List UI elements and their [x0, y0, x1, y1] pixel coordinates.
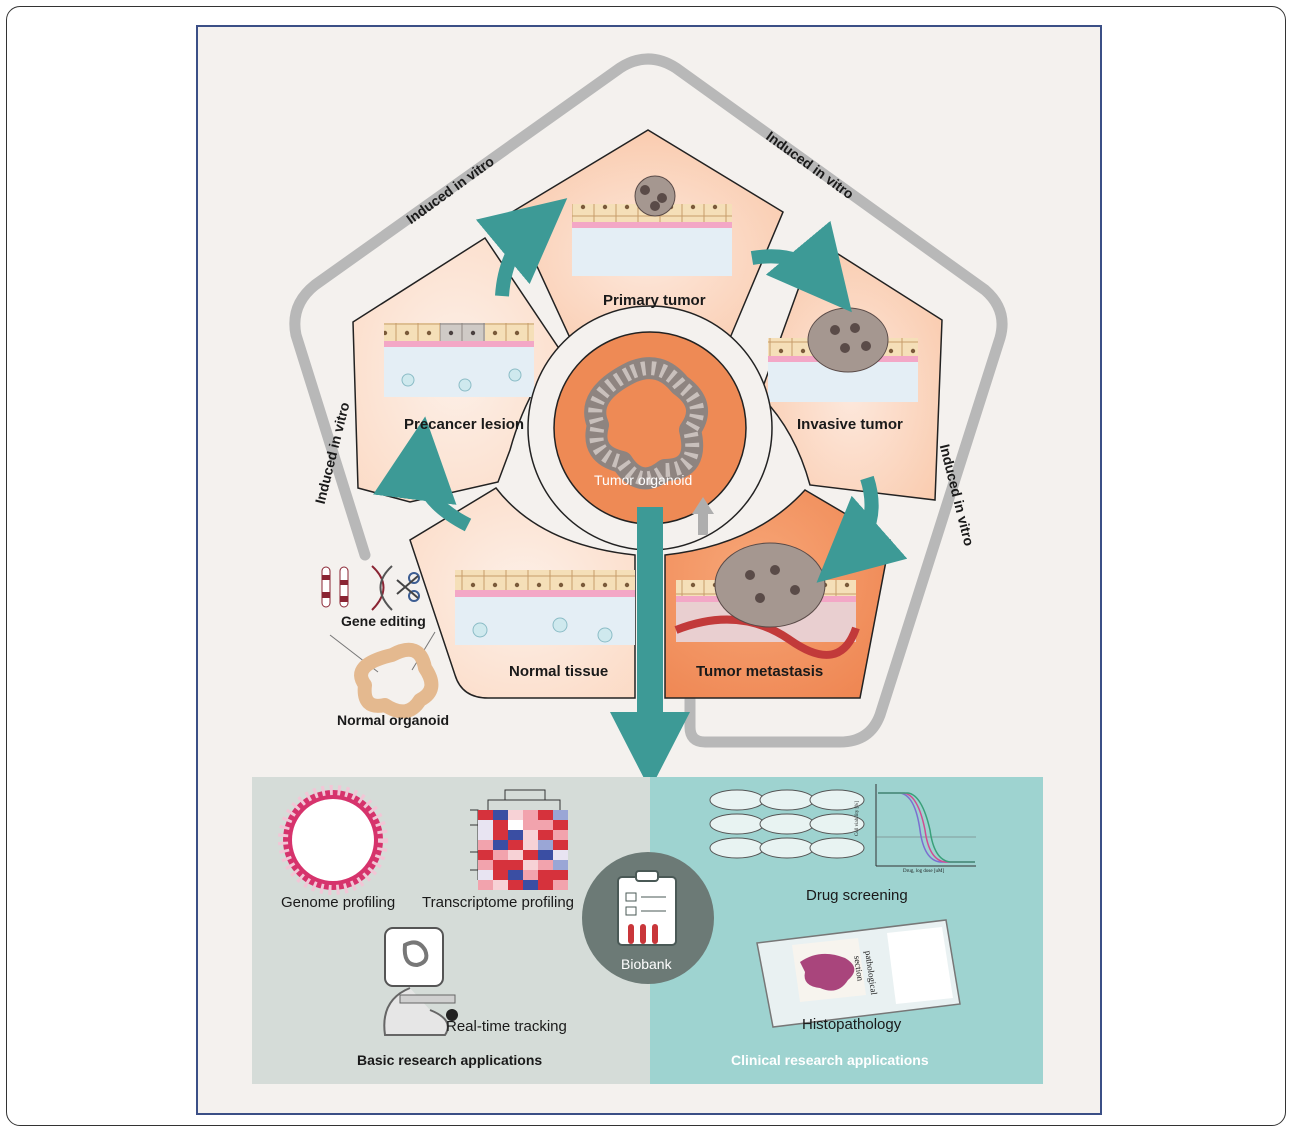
dose-response-chart: [875, 784, 976, 867]
arrow-invasive-to-metastasis: [816, 475, 908, 583]
heatmap-cell: [478, 830, 493, 840]
heatmap-cell: [478, 840, 493, 850]
diagram-canvas: [252, 53, 1043, 1084]
label-basic-research: Basic research applications: [357, 1052, 543, 1068]
tissue-precancer: [384, 323, 534, 397]
heatmap-cell: [493, 880, 508, 890]
label-precancer-lesion: Precancer lesion: [404, 416, 525, 433]
tissue-primary: [572, 175, 732, 276]
heatmap-cell: [538, 840, 553, 850]
tissue-normal: [455, 570, 635, 645]
heatmap-cell: [553, 820, 568, 830]
heatmap-cell: [493, 830, 508, 840]
label-histopathology: Histopathology: [802, 1016, 902, 1033]
heatmap-cell: [538, 810, 553, 820]
heatmap-cell: [538, 870, 553, 880]
heatmap-cell: [508, 830, 523, 840]
heatmap-cell: [523, 860, 538, 870]
induced-path: [289, 53, 1008, 748]
heatmap-cell: [493, 860, 508, 870]
genome-ring-icon: [278, 785, 388, 895]
heatmap-cell: [553, 860, 568, 870]
well-plate-icon: [709, 789, 865, 859]
heatmap-cell: [553, 840, 568, 850]
heatmap-cell: [538, 880, 553, 890]
label-genome-profiling: Genome profiling: [281, 894, 396, 911]
heatmap-cell: [523, 820, 538, 830]
heatmap-cell: [478, 860, 493, 870]
heatmap-cell: [523, 840, 538, 850]
arrow-normal-to-precancer: [373, 416, 472, 532]
label-normal-tissue: Normal tissue: [509, 663, 609, 680]
heatmap-cell: [523, 870, 538, 880]
heatmap-cell: [478, 810, 493, 820]
tumor-organoid-icon: [584, 357, 708, 490]
tissue-invasive: [768, 307, 918, 402]
heatmap-cell: [478, 850, 493, 860]
label-primary-tumor: Primary tumor: [603, 292, 706, 309]
label-tumor-metastasis: Tumor metastasis: [696, 663, 824, 680]
label-transcriptome-profiling: Transcriptome profiling: [422, 894, 574, 911]
heatmap-cell: [493, 820, 508, 830]
heatmap-cell: [493, 810, 508, 820]
label-real-time-tracking: Real-time tracking: [446, 1018, 567, 1035]
heatmap-cell: [553, 830, 568, 840]
heatmap-cell: [553, 810, 568, 820]
heatmap-cell: [523, 810, 538, 820]
label-chart-xlabel: Drug, log dose [uM]: [903, 869, 945, 874]
clipboard-icon: [617, 870, 677, 946]
heatmap-cell: [508, 880, 523, 890]
label-invasive-tumor: Invasive tumor: [797, 416, 903, 433]
heatmap-cell: [478, 870, 493, 880]
heatmap-cell: [523, 830, 538, 840]
heatmap-cell: [538, 830, 553, 840]
heatmap-cell: [508, 860, 523, 870]
dna-icon: [371, 565, 393, 611]
label-tumor-organoid: Tumor organoid: [594, 472, 693, 488]
heatmap-cell: [523, 880, 538, 890]
arrow-primary-to-invasive: [750, 220, 852, 313]
heatmap-cell: [508, 870, 523, 880]
heatmap-cell: [553, 880, 568, 890]
histology-slide-icon: [756, 919, 961, 1028]
heatmap-cell: [508, 840, 523, 850]
heatmap-cell: [553, 870, 568, 880]
label-drug-screening: Drug screening: [806, 887, 908, 904]
normal-organoid-icon: [354, 642, 439, 719]
heatmap-cell: [553, 850, 568, 860]
heatmap-cell: [523, 850, 538, 860]
heatmap-cell: [493, 870, 508, 880]
label-chart-ylabel: Cell viability [%]: [855, 801, 860, 836]
heatmap-cell: [508, 850, 523, 860]
arrow-precancer-to-primary: [475, 198, 568, 297]
label-biobank: Biobank: [621, 956, 672, 972]
tissue-metastasis: [674, 542, 860, 659]
big-down-arrow: [610, 507, 690, 790]
heatmap-cell: [493, 840, 508, 850]
label-clinical-research: Clinical research applications: [731, 1052, 929, 1068]
heatmap-cell: [538, 860, 553, 870]
heatmap-cell: [478, 880, 493, 890]
microscope-icon: [383, 927, 458, 1036]
heatmap-cell: [508, 820, 523, 830]
heatmap-grid: [478, 810, 568, 890]
heatmap-cell: [478, 820, 493, 830]
label-gene-editing: Gene editing: [341, 613, 426, 629]
chromosome-icon: [321, 566, 349, 608]
scissors-icon: [396, 572, 420, 602]
heatmap-cell: [493, 850, 508, 860]
heatmap-cell: [508, 810, 523, 820]
label-normal-organoid: Normal organoid: [337, 712, 450, 728]
heatmap-cell: [538, 850, 553, 860]
heatmap-cell: [538, 820, 553, 830]
